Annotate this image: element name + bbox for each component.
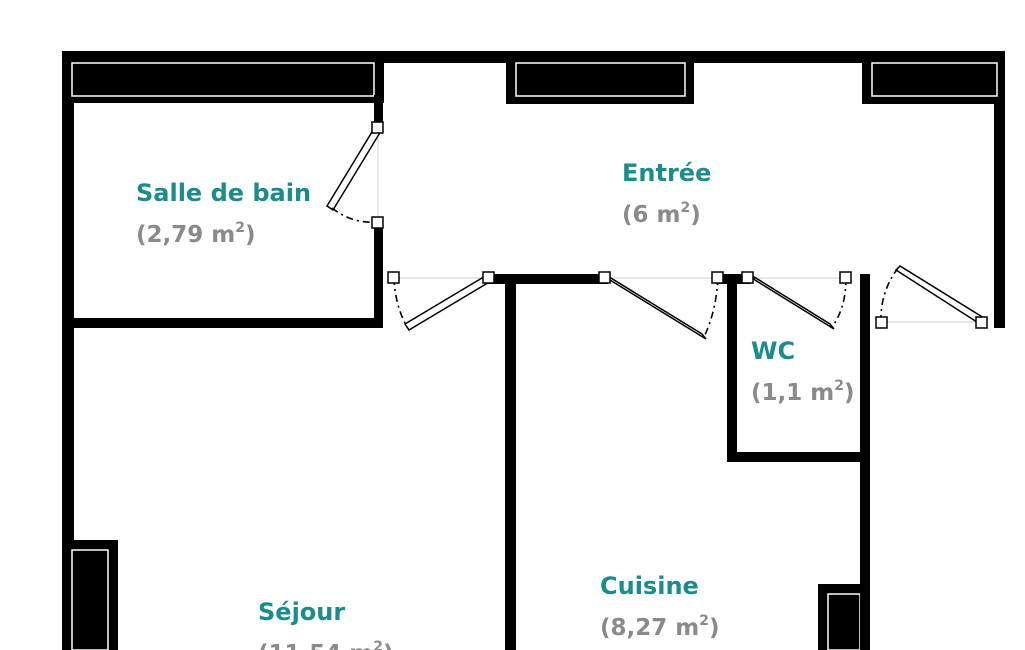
room-sejour: Séjour (11,54 m2) — [258, 598, 394, 650]
room-name: Entrée — [622, 159, 711, 187]
wall-wc-right — [860, 274, 870, 650]
room-name: Séjour — [258, 598, 345, 626]
window-entry — [506, 51, 694, 104]
window-right — [862, 51, 1005, 104]
wall-left — [62, 51, 74, 650]
window-sejour — [62, 540, 118, 650]
room-area: (2,79 m2) — [136, 220, 256, 248]
door-entry-right — [875, 265, 988, 329]
door-cuisine — [598, 271, 724, 340]
door-bathroom — [325, 121, 384, 229]
wall-right — [994, 51, 1005, 328]
door-sejour — [387, 271, 495, 332]
room-area: (1,1 m2) — [751, 378, 855, 406]
room-salle-de-bain: Salle de bain (2,79 m2) — [136, 179, 311, 248]
door-wc — [741, 271, 852, 330]
room-wc: WC (1,1 m2) — [751, 337, 855, 406]
room-name: Salle de bain — [136, 179, 311, 207]
room-name: WC — [751, 337, 795, 365]
wall-bathroom-right-lower — [374, 222, 383, 328]
wall-sejour-cuisine — [505, 274, 516, 650]
wall-cuisine-top — [488, 274, 608, 284]
room-cuisine: Cuisine (8,27 m2) — [600, 572, 720, 641]
wall-wc-bottom — [727, 452, 870, 462]
room-area: (8,27 m2) — [600, 613, 720, 641]
wall-bathroom-bottom — [62, 318, 383, 328]
room-area: (11,54 m2) — [258, 639, 394, 650]
room-area: (6 m2) — [622, 200, 701, 228]
window-bathroom — [62, 51, 384, 103]
wall-wc-left — [727, 274, 737, 461]
wall-bathroom-right-upper — [374, 95, 383, 127]
room-entree: Entrée (6 m2) — [622, 159, 711, 228]
room-name: Cuisine — [600, 572, 699, 600]
